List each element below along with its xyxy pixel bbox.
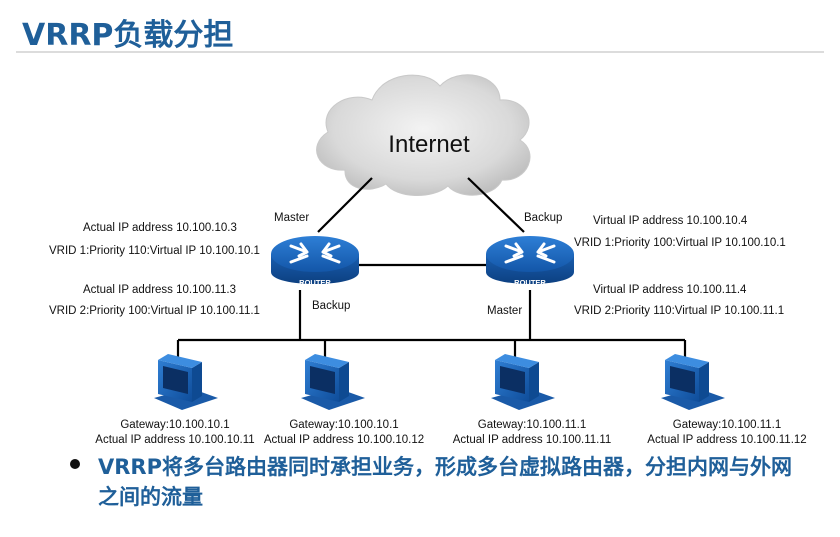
host-1-actual-ip: Actual IP address 10.100.10.11: [95, 434, 255, 446]
router-left-actual-ip-1: Actual IP address 10.100.10.3: [83, 222, 237, 234]
host-1-label: Gateway:10.100.10.1 Actual IP address 10…: [80, 418, 270, 448]
host-3-gateway: Gateway:10.100.11.1: [477, 419, 587, 431]
router-right-role-bottom: Master: [487, 305, 523, 317]
router-right-name: ROUTER: [514, 278, 546, 287]
router-left-vrid-2: VRID 2:Priority 100:Virtual IP 10.100.11…: [49, 305, 260, 317]
host-4-gateway: Gateway:10.100.11.1: [672, 419, 782, 431]
pc-3-icon: [491, 354, 555, 410]
host-2-gateway: Gateway:10.100.10.1: [289, 419, 399, 431]
router-left-name: ROUTER: [299, 278, 331, 287]
internet-label: Internet: [388, 131, 470, 158]
host-2-label: Gateway:10.100.10.1 Actual IP address 10…: [254, 418, 434, 448]
bullet-dot: [70, 459, 80, 469]
router-left-icon: [271, 236, 359, 284]
host-4-actual-ip: Actual IP address 10.100.11.12: [647, 434, 807, 446]
router-right-virtual-ip-1: Virtual IP address 10.100.10.4: [593, 215, 748, 227]
router-left-role-bottom: Backup: [312, 300, 351, 312]
pc-4-icon: [661, 354, 725, 410]
host-2-actual-ip: Actual IP address 10.100.10.12: [263, 434, 425, 446]
internet-cloud-icon: [316, 74, 531, 197]
router-right-vrid-2: VRID 2:Priority 110:Virtual IP 10.100.11…: [574, 305, 785, 317]
router-left-vrid-1: VRID 1:Priority 110:Virtual IP 10.100.10…: [49, 245, 260, 257]
slide-title: VRRP负载分担: [22, 18, 234, 53]
network-links: [176, 177, 687, 362]
host-1-gateway: Gateway:10.100.10.1: [120, 419, 230, 431]
router-left-actual-ip-2: Actual IP address 10.100.11.3: [83, 284, 237, 296]
pc-1-icon: [154, 354, 218, 410]
router-left-role-top: Master: [274, 212, 310, 224]
host-3-actual-ip: Actual IP address 10.100.11.11: [452, 434, 612, 446]
host-3-label: Gateway:10.100.11.1 Actual IP address 10…: [442, 418, 622, 448]
router-right-virtual-ip-2: Virtual IP address 10.100.11.4: [593, 284, 747, 296]
router-right-role-top: Backup: [524, 212, 563, 224]
host-4-label: Gateway:10.100.11.1 Actual IP address 10…: [632, 418, 822, 448]
bullet-text: VRRP将多台路由器同时承担业务，形成多台虚拟路由器，分担内网与外网之间的流量: [98, 455, 792, 509]
router-right-icon: [486, 236, 574, 284]
title-divider: [16, 51, 824, 53]
router-right-vrid-1: VRID 1:Priority 100:Virtual IP 10.100.10…: [574, 237, 786, 249]
pc-2-icon: [301, 354, 365, 410]
